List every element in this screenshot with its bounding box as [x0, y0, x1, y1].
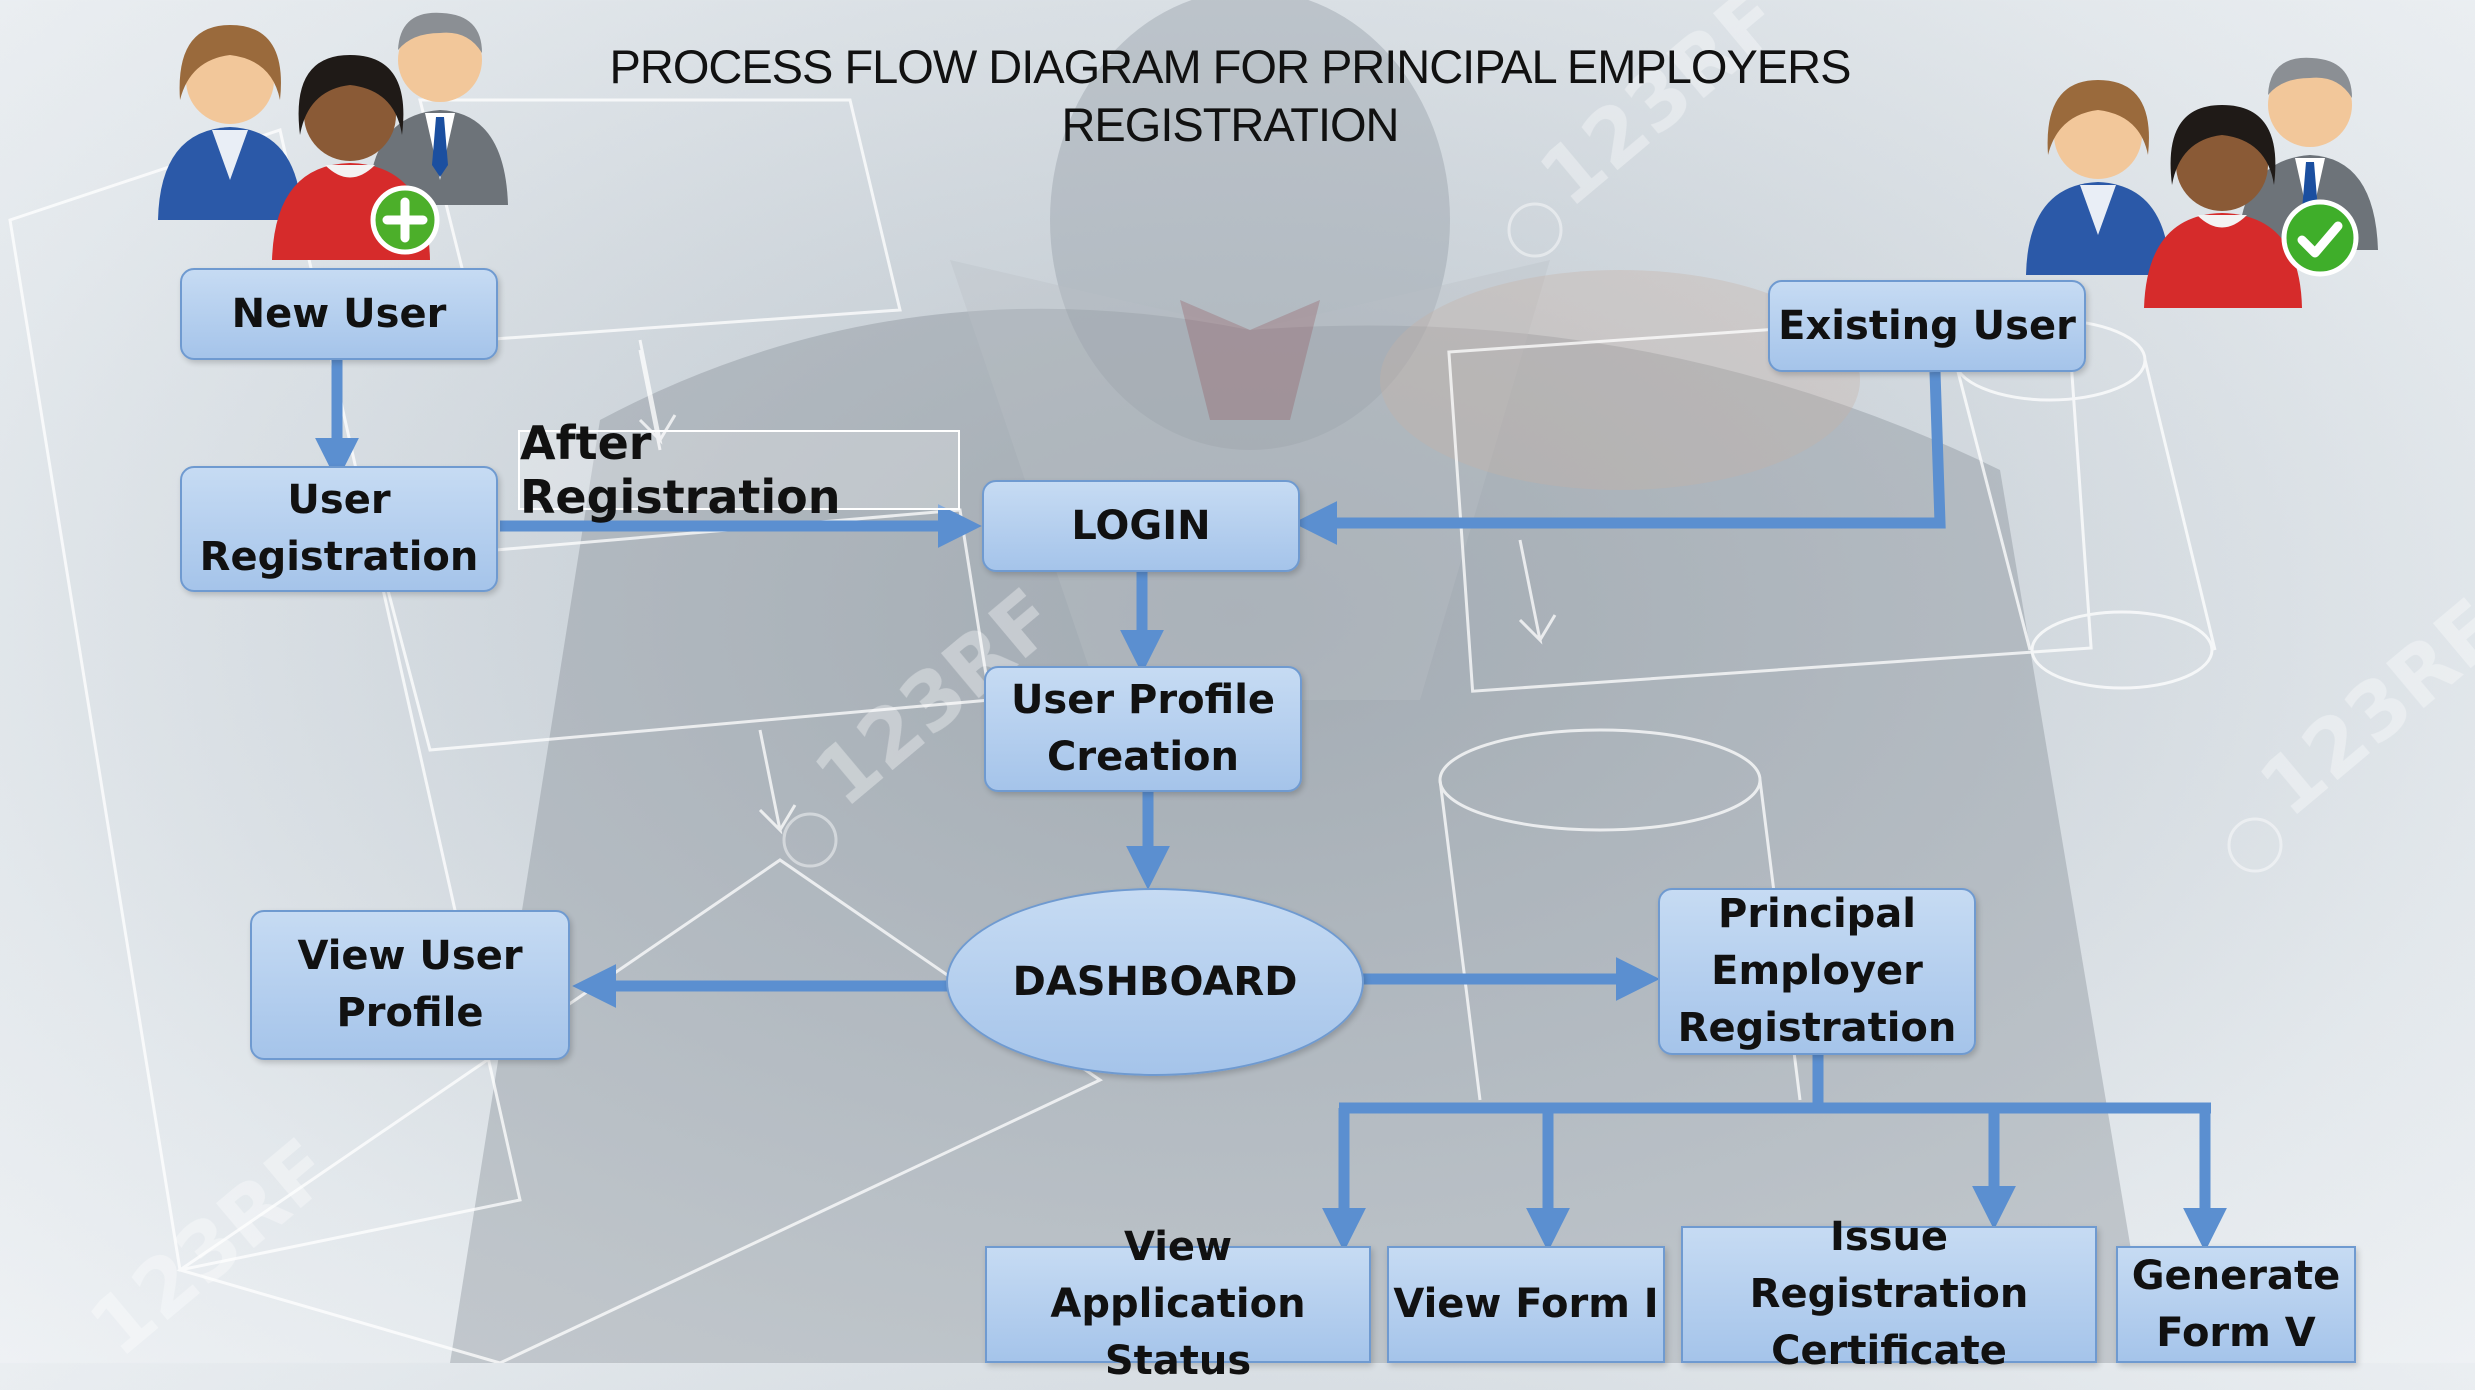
existing-user-node: Existing User [1768, 280, 2086, 372]
view-form-i-label: View Form I [1393, 1281, 1659, 1327]
user-registration-label: User Registration [199, 477, 479, 580]
watermark-4: 123RF [72, 1121, 349, 1363]
title-line-1: PROCESS FLOW DIAGRAM FOR PRINCIPAL EMPLO… [609, 40, 1852, 93]
user-group-add-icon [158, 12, 508, 260]
generate-form-v-node: Generate Form V [2116, 1246, 2356, 1363]
issue-registration-certificate-label: Issue Registration Certificate [1749, 1214, 2029, 1374]
view-application-status-label: View Application Status [1050, 1224, 1306, 1384]
user-group-check-icon [2026, 57, 2378, 308]
after-registration-text: After Registration [520, 416, 841, 524]
login-label: LOGIN [1071, 502, 1211, 549]
title-line-2: REGISTRATION [1061, 98, 1399, 151]
view-application-status-node: View Application Status [985, 1224, 1371, 1384]
login-node: LOGIN [982, 480, 1300, 572]
view-user-profile-label: View User Profile [297, 933, 523, 1036]
new-user-node: New User [180, 268, 498, 360]
dashboard-label: DASHBOARD [1012, 959, 1298, 1005]
view-form-i-node: View Form I [1387, 1246, 1665, 1363]
dashboard-node: DASHBOARD [946, 888, 1364, 1076]
new-user-label: New User [231, 290, 447, 337]
user-profile-creation-label: User Profile Creation [1010, 677, 1276, 780]
principal-employer-registration-label: Principal Employer Registration [1677, 891, 1957, 1051]
diagram-title: PROCESS FLOW DIAGRAM FOR PRINCIPAL EMPLO… [560, 38, 1900, 154]
issue-registration-certificate-node: Issue Registration Certificate [1681, 1214, 2097, 1374]
user-profile-creation-node: User Profile Creation [984, 666, 1302, 792]
existing-user-label: Existing User [1778, 302, 2076, 349]
principal-employer-registration-node: Principal Employer Registration [1658, 888, 1976, 1055]
watermark-2: 123RF [2242, 581, 2475, 834]
user-registration-node: User Registration [180, 466, 498, 592]
view-user-profile-node: View User Profile [250, 910, 570, 1060]
generate-form-v-label: Generate Form V [2131, 1252, 2341, 1356]
after-registration-label: After Registration [518, 416, 960, 524]
